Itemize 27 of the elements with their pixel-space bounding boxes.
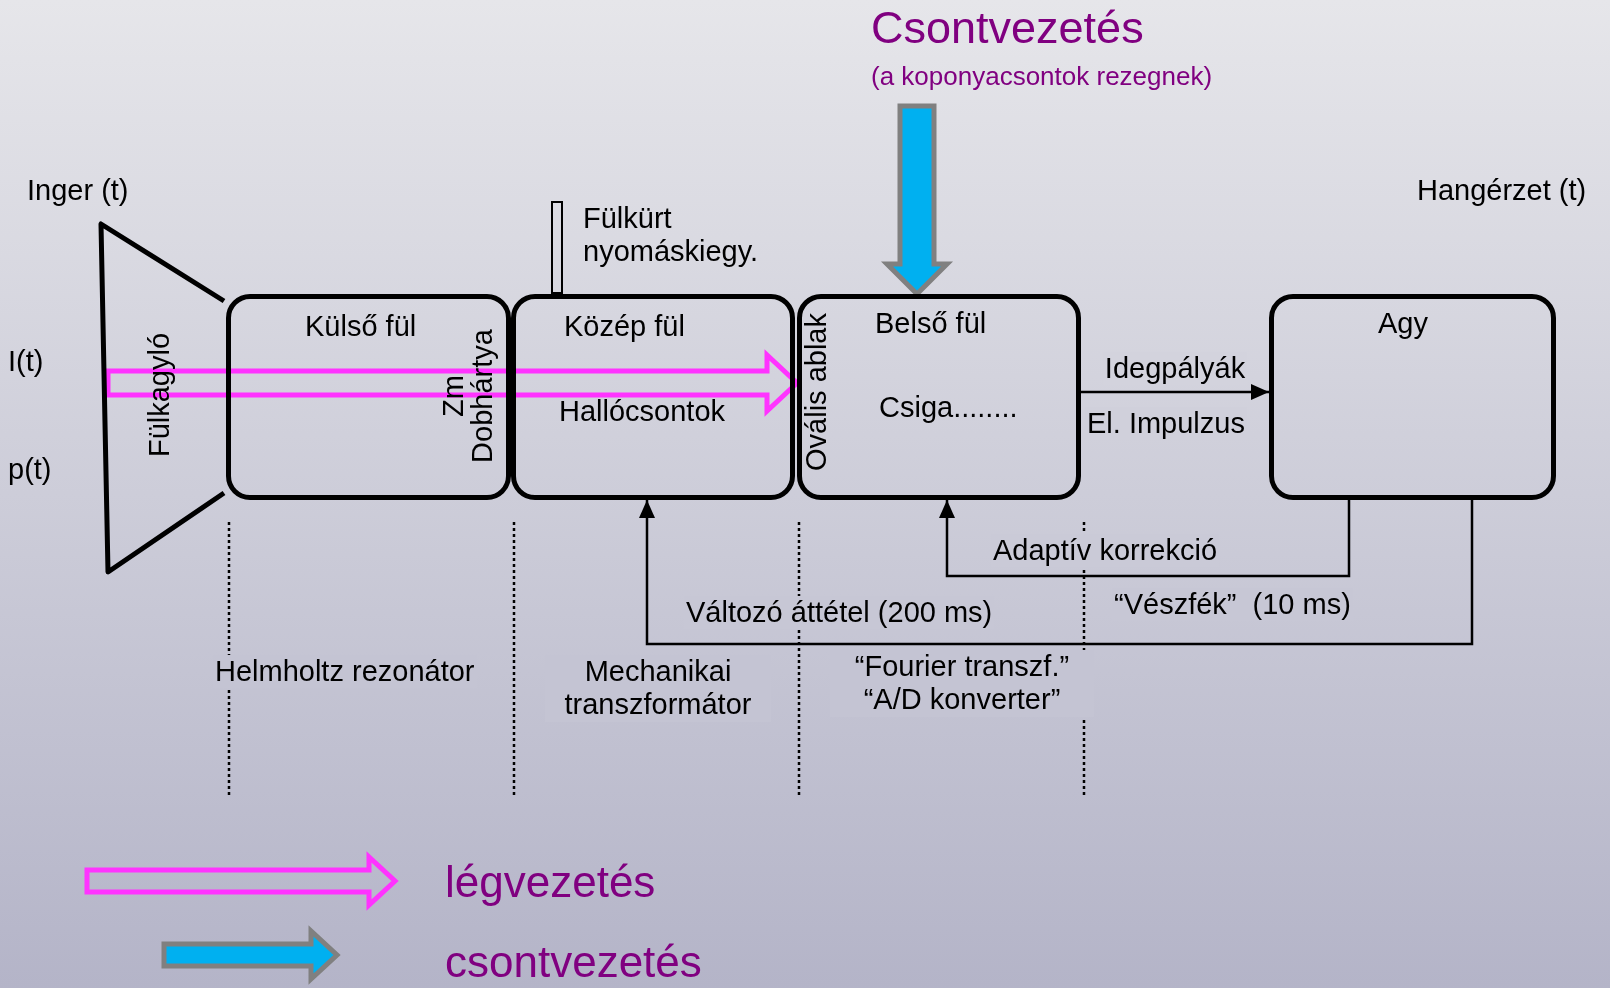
box-label: Hallócsontok xyxy=(559,395,726,429)
text-label: Zm Dobhártya xyxy=(439,328,497,465)
arrow xyxy=(639,500,1474,646)
legend-text: légvezetés xyxy=(445,857,656,908)
tube-symbol xyxy=(551,201,563,294)
box-label: Külső fül xyxy=(305,310,417,344)
text-label: I(t) xyxy=(8,345,44,379)
box-label: Belső fül xyxy=(875,307,987,341)
text-label: Inger (t) xyxy=(27,174,129,208)
box-label: Agy xyxy=(1378,307,1428,341)
process-box xyxy=(511,294,795,500)
box-label: Fülkagyló xyxy=(143,332,177,458)
process-box xyxy=(797,294,1081,500)
process-box xyxy=(226,294,511,500)
arrow xyxy=(939,500,1351,578)
arrow xyxy=(1081,384,1269,400)
heading: Csontvezetés xyxy=(871,2,1144,54)
process-box xyxy=(1269,294,1556,500)
legend-text: csontvezetés xyxy=(445,937,702,988)
box-label: Csiga........ xyxy=(879,391,1018,425)
text-label: Ovális ablak xyxy=(801,313,831,471)
text-label: p(t) xyxy=(8,453,52,487)
text-label: Hangérzet (t) xyxy=(1417,174,1587,208)
subheading: (a koponyacsontok rezegnek) xyxy=(871,62,1213,92)
funnel-shape xyxy=(100,222,226,574)
text-label: Fülkürt nyomáskiegy. xyxy=(583,202,760,269)
box-label: Közép fül xyxy=(564,310,685,344)
